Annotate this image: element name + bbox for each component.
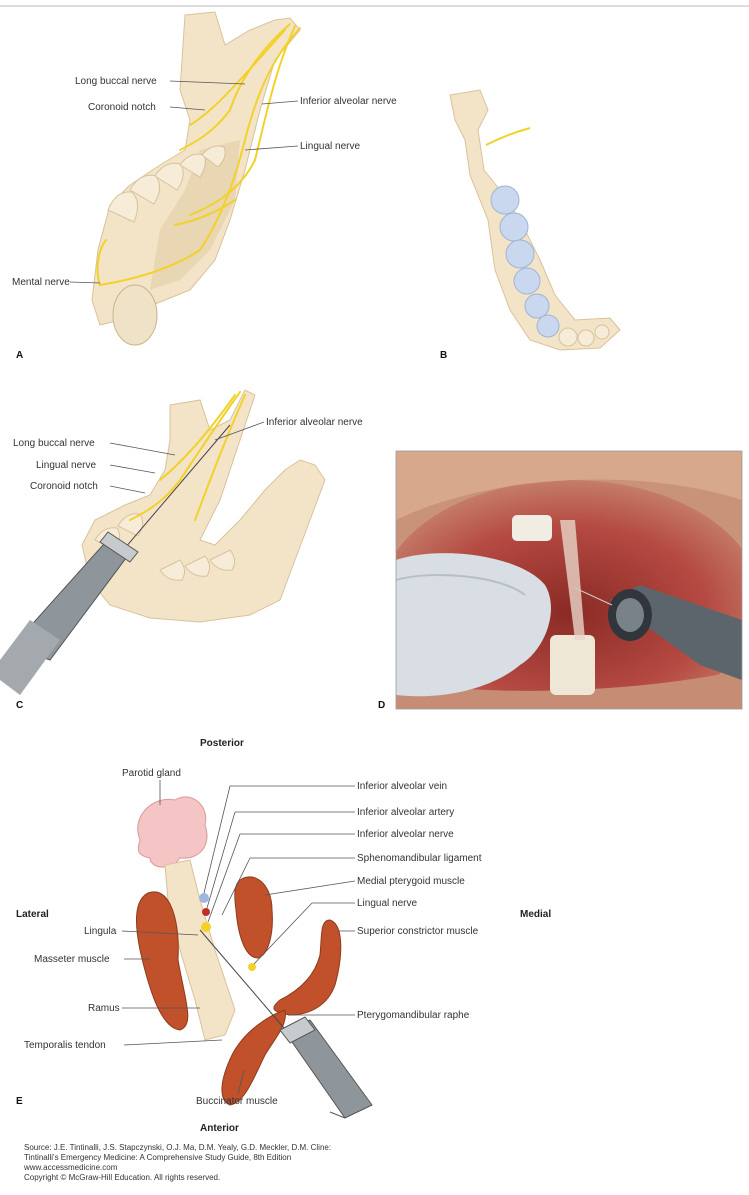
label-coronoid-a: Coronoid notch: [88, 102, 156, 113]
panel-b-mandible-superior-view: [450, 90, 620, 350]
panel-letter-e: E: [16, 1096, 23, 1107]
label-ia-nerve: Inferior alveolar nerve: [357, 829, 454, 840]
panel-letter-b: B: [440, 350, 447, 361]
label-ramus: Ramus: [88, 1003, 120, 1014]
label-coronoid-c: Coronoid notch: [30, 481, 98, 492]
source-line-4: Copyright © McGraw-Hill Education. All r…: [24, 1173, 724, 1183]
direction-lateral: Lateral: [16, 909, 49, 920]
label-parotid: Parotid gland: [122, 768, 181, 779]
lingual-nerve-dot: [248, 963, 256, 971]
label-long-buccal-c: Long buccal nerve: [13, 438, 95, 449]
label-long-buccal-a: Long buccal nerve: [75, 76, 157, 87]
label-mental-a: Mental nerve: [12, 277, 70, 288]
source-citation: Source: J.E. Tintinalli, J.S. Stapczynsk…: [24, 1143, 724, 1183]
label-pterygomandibular: Pterygomandibular raphe: [357, 1010, 470, 1021]
label-masseter: Masseter muscle: [34, 954, 110, 965]
direction-anterior: Anterior: [200, 1123, 239, 1134]
label-inferior-alveolar-c: Inferior alveolar nerve: [266, 417, 363, 428]
label-inferior-alveolar-a: Inferior alveolar nerve: [300, 96, 397, 107]
label-spheno: Sphenomandibular ligament: [357, 853, 482, 864]
ia-artery-dot: [202, 908, 210, 916]
label-temporalis: Temporalis tendon: [24, 1040, 106, 1051]
label-superior-constrictor: Superior constrictor muscle: [357, 926, 479, 937]
panel-e-cross-section: [136, 797, 372, 1118]
panel-d-clinical-photo: [380, 451, 749, 720]
direction-posterior: Posterior: [200, 738, 244, 749]
label-lingula: Lingula: [84, 926, 117, 937]
label-ia-vein: Inferior alveolar vein: [357, 781, 447, 792]
label-lingual-nerve: Lingual nerve: [357, 898, 417, 909]
source-line-3: www.accessmedicine.com: [24, 1163, 724, 1173]
panel-letter-c: C: [16, 700, 23, 711]
panel-c-injection-illustration: [0, 390, 325, 695]
label-lingual-c: Lingual nerve: [36, 460, 96, 471]
ia-nerve-dot: [201, 922, 211, 932]
panel-letter-a: A: [16, 350, 23, 361]
panel-a-mandible-illustration: [92, 12, 300, 345]
panel-e-labels: Posterior Anterior Lateral Medial Paroti…: [16, 738, 551, 1134]
source-line-1: Source: J.E. Tintinalli, J.S. Stapczynsk…: [24, 1143, 724, 1153]
ia-vein-dot: [199, 893, 209, 903]
source-line-2: Tintinalli's Emergency Medicine: A Compr…: [24, 1153, 724, 1163]
label-lingual-a: Lingual nerve: [300, 141, 360, 152]
label-medial-pterygoid: Medial pterygoid muscle: [357, 876, 465, 887]
direction-medial: Medial: [520, 909, 551, 920]
label-buccinator: Buccinator muscle: [196, 1096, 278, 1107]
panel-letter-d: D: [378, 700, 385, 711]
label-ia-artery: Inferior alveolar artery: [357, 807, 454, 818]
